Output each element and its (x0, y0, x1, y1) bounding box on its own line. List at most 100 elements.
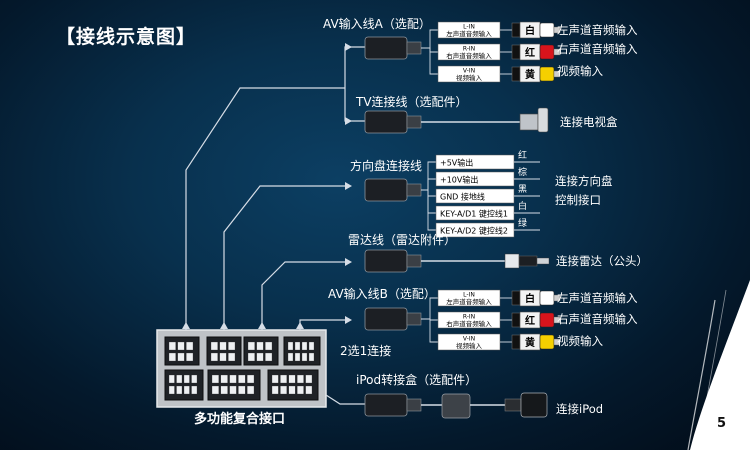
label-tv-cable: TV连接线（选配件） (356, 95, 468, 109)
steering-tag-1-text: +5V输出 (440, 158, 473, 168)
av-b-tag-1-text1: L-IN (463, 292, 475, 299)
av-a-tag-1-text1: L-IN (463, 24, 475, 31)
socket-3-pin (265, 341, 273, 351)
label-av-input-b: AV输入线B（选配） (328, 287, 436, 301)
socket-2-pin (219, 341, 227, 351)
socket-4-pin (294, 352, 301, 362)
av-b-tag-1-text2: 左声道音频输入 (446, 297, 492, 306)
av-a-tag-1-text2: 左声道音频输入 (446, 29, 492, 38)
socket-4-pin (287, 341, 294, 351)
wire-to-ipod (325, 394, 365, 405)
socket-2-pin (210, 352, 218, 362)
socket-1-pin (168, 341, 176, 351)
arrow-socket-3 (258, 322, 266, 329)
av-a-tag-2-text1: R-IN (463, 46, 475, 53)
av-a-wire-3 (421, 47, 438, 75)
av-b-plug-1-tip (553, 294, 561, 302)
av-b-tag-3-text2: 视频输入 (456, 341, 483, 350)
socket-6-pin (247, 385, 255, 395)
socket-3-pin (247, 341, 255, 351)
socket-6-pin (211, 385, 219, 395)
socket-7-pin (305, 385, 313, 395)
socket-5-pin (191, 374, 198, 384)
label-av-input-a: AV输入线A（选配） (323, 17, 431, 31)
wire-to-tv (185, 87, 345, 330)
dest-av-b-video: 视频输入 (557, 334, 603, 348)
steering-color-2: 棕 (518, 166, 527, 178)
socket-7-pin (297, 374, 304, 384)
steering-color-1: 红 (518, 149, 527, 161)
label-choose-one: 2选1连接 (340, 344, 392, 358)
av-b-plug-3-label: 黄 (525, 336, 535, 349)
tv-plug-head (537, 107, 549, 133)
socket-1-pin (186, 341, 194, 351)
socket-3-pin (247, 352, 255, 362)
socket-6-pin (247, 374, 255, 384)
av-b-plug-1-label: 白 (525, 292, 535, 305)
main-connector-label: 多功能复合接口 (194, 412, 286, 427)
wire-to-radar (261, 261, 345, 330)
arrow-socket-4 (296, 322, 304, 329)
socket-7-pin (280, 374, 287, 384)
av-b-tag-2-text2: 右声道音频输入 (446, 319, 492, 328)
av-a-plug-1-label: 白 (525, 24, 535, 37)
arrow-tv (345, 117, 352, 125)
steering-wire-5 (421, 189, 436, 231)
label-radar-cable: 雷达线（雷达附件） (348, 233, 457, 247)
socket-7-pin (297, 385, 304, 395)
av-b-tag-3-text1: V-IN (463, 336, 475, 343)
socket-4-pin (301, 352, 308, 362)
arrow-socket-1 (182, 322, 190, 329)
av-a-plug-3-label: 黄 (525, 68, 535, 81)
dest-steering-1: 连接方向盘 (555, 174, 613, 188)
socket-5-pin (168, 374, 175, 384)
socket-7-pin (271, 385, 279, 395)
dest-av-a-video: 视频输入 (557, 64, 603, 78)
socket-5-pin (183, 385, 190, 395)
socket-5-pin (183, 374, 190, 384)
dest-av-b-right: 右声道音频输入 (557, 312, 638, 326)
socket-1-pin (177, 352, 185, 362)
socket-6-pin (229, 374, 237, 384)
label-ipod-box: iPod转接盒（选配件） (356, 373, 478, 387)
arrow-steering (345, 182, 352, 190)
dest-av-a-right: 右声道音频输入 (557, 42, 638, 56)
socket-3-pin (265, 352, 273, 362)
av-a-tag-3-text1: V-IN (463, 68, 475, 75)
socket-6-pin (238, 374, 246, 384)
ipod-plug-head (520, 392, 548, 418)
socket-3-pin (256, 341, 264, 351)
socket-1-pin (186, 352, 194, 362)
av-b-plug-2-label: 红 (525, 314, 535, 327)
socket-4-pin (308, 352, 315, 362)
av-a-plug-1-tip (553, 26, 561, 34)
av-a-plug-2-tip (553, 48, 561, 56)
arrow-radar (345, 258, 352, 266)
dest-tv-box: 连接电视盒 (560, 115, 618, 129)
dest-radar: 连接雷达（公头） (556, 254, 648, 268)
socket-4-pin (308, 341, 315, 351)
ipod-adapter-box (441, 393, 471, 419)
socket-2-pin (228, 352, 236, 362)
socket-1-pin (177, 341, 185, 351)
socket-2-pin (210, 341, 218, 351)
av-a-tag-3-text2: 视频输入 (456, 73, 483, 82)
socket-6-pin (229, 385, 237, 395)
radar-plug-tip (536, 257, 550, 265)
steering-color-3: 黑 (518, 184, 527, 195)
label-steering-cable: 方向盘连接线 (350, 159, 423, 173)
av-b-tag-2-text1: R-IN (463, 314, 475, 321)
socket-6-pin (220, 385, 228, 395)
steering-tag-3-text: GND 接地线 (440, 192, 485, 202)
av-a-plug-3-tip (553, 70, 561, 78)
socket-6-pin (211, 374, 219, 384)
page-number: 5 (716, 416, 726, 431)
arrow-socket-2 (220, 322, 228, 329)
page-title: 【接线示意图】 (56, 26, 197, 48)
dest-steering-2: 控制接口 (555, 193, 601, 207)
av-b-plug-2-tip (553, 316, 561, 324)
wire-to-steering (223, 185, 345, 330)
